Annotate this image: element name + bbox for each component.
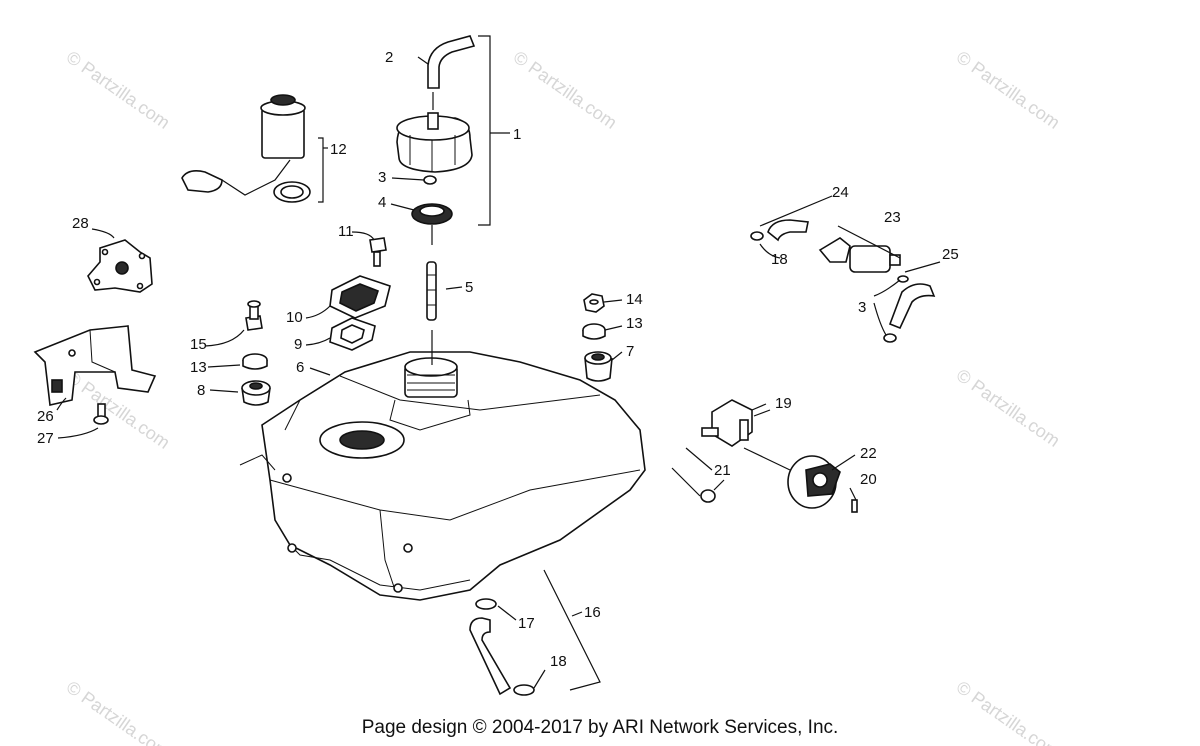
watermark: © Partzilla.com — [63, 47, 174, 133]
callout-4: 4 — [378, 194, 386, 211]
valve-screw-part[interactable] — [671, 447, 716, 503]
callout-17: 17 — [518, 615, 535, 632]
callout-8: 8 — [197, 382, 205, 399]
watermark: © Partzilla.com — [953, 47, 1064, 133]
callout-labels: 1 2 3 4 5 6 7 8 9 10 11 12 13 13 14 15 1… — [37, 49, 959, 670]
tank-grommet-part[interactable] — [305, 275, 391, 319]
callout-leaders — [309, 35, 856, 691]
fuel-filter-part[interactable] — [818, 225, 901, 273]
callout-1: 1 — [513, 126, 521, 143]
washer-part[interactable] — [207, 353, 268, 370]
callout-26: 26 — [37, 408, 54, 425]
callout-12: 12 — [330, 141, 347, 158]
bracket-bolt-part[interactable] — [57, 403, 109, 439]
bolt-part[interactable] — [204, 300, 263, 347]
fuel-hose-part[interactable] — [750, 195, 833, 259]
callout-14: 14 — [626, 291, 643, 308]
nut-part[interactable] — [583, 293, 623, 313]
callout-7: 7 — [626, 343, 634, 360]
knob-screw-part[interactable] — [849, 487, 858, 513]
callout-5: 5 — [465, 279, 473, 296]
callout-3: 3 — [858, 299, 866, 316]
callout-3: 3 — [378, 169, 386, 186]
callout-27: 27 — [37, 430, 54, 447]
callout-18: 18 — [771, 251, 788, 268]
callout-13: 13 — [626, 315, 643, 332]
callout-19: 19 — [775, 395, 792, 412]
callout-2: 2 — [385, 49, 393, 66]
tank-bracket-part[interactable] — [33, 325, 157, 411]
callout-20: 20 — [860, 471, 877, 488]
fuel-tank-part[interactable] — [239, 351, 646, 601]
callout-25: 25 — [942, 246, 959, 263]
callout-13: 13 — [190, 359, 207, 376]
breather-tube-part[interactable] — [426, 261, 437, 365]
callout-28: 28 — [72, 215, 89, 232]
callout-21: 21 — [714, 462, 731, 479]
grommet-part[interactable] — [209, 380, 271, 406]
watermark: © Partzilla.com — [510, 47, 621, 133]
fuel-valve-part[interactable] — [701, 399, 791, 471]
callout-15: 15 — [190, 336, 207, 353]
copyright-footer: Page design © 2004-2017 by ARI Network S… — [361, 717, 839, 738]
callout-16: 16 — [584, 604, 601, 621]
callout-10: 10 — [286, 309, 303, 326]
mounting-plate-part[interactable] — [87, 228, 153, 293]
valve-knob-part[interactable] — [787, 455, 841, 509]
drain-hose-part[interactable] — [469, 598, 546, 696]
cap-gasket-part[interactable] — [411, 203, 453, 245]
callout-22: 22 — [860, 445, 877, 462]
washer-part[interactable] — [582, 323, 623, 340]
o-ring-part[interactable] — [423, 175, 437, 185]
fuel-pump-assembly-part[interactable] — [181, 94, 328, 203]
outlet-hose-part[interactable] — [873, 261, 941, 343]
grommet-part[interactable] — [584, 351, 623, 382]
screw-part[interactable] — [351, 231, 387, 267]
callout-6: 6 — [296, 359, 304, 376]
callout-9: 9 — [294, 336, 302, 353]
callout-24: 24 — [832, 184, 849, 201]
tank-seal-part[interactable] — [305, 317, 376, 351]
vent-hose-part[interactable] — [427, 35, 476, 110]
callout-23: 23 — [884, 209, 901, 226]
callout-11: 11 — [338, 223, 354, 240]
watermark: © Partzilla.com — [953, 365, 1064, 451]
fuel-cap-part[interactable] — [396, 112, 473, 173]
callout-18: 18 — [550, 653, 567, 670]
